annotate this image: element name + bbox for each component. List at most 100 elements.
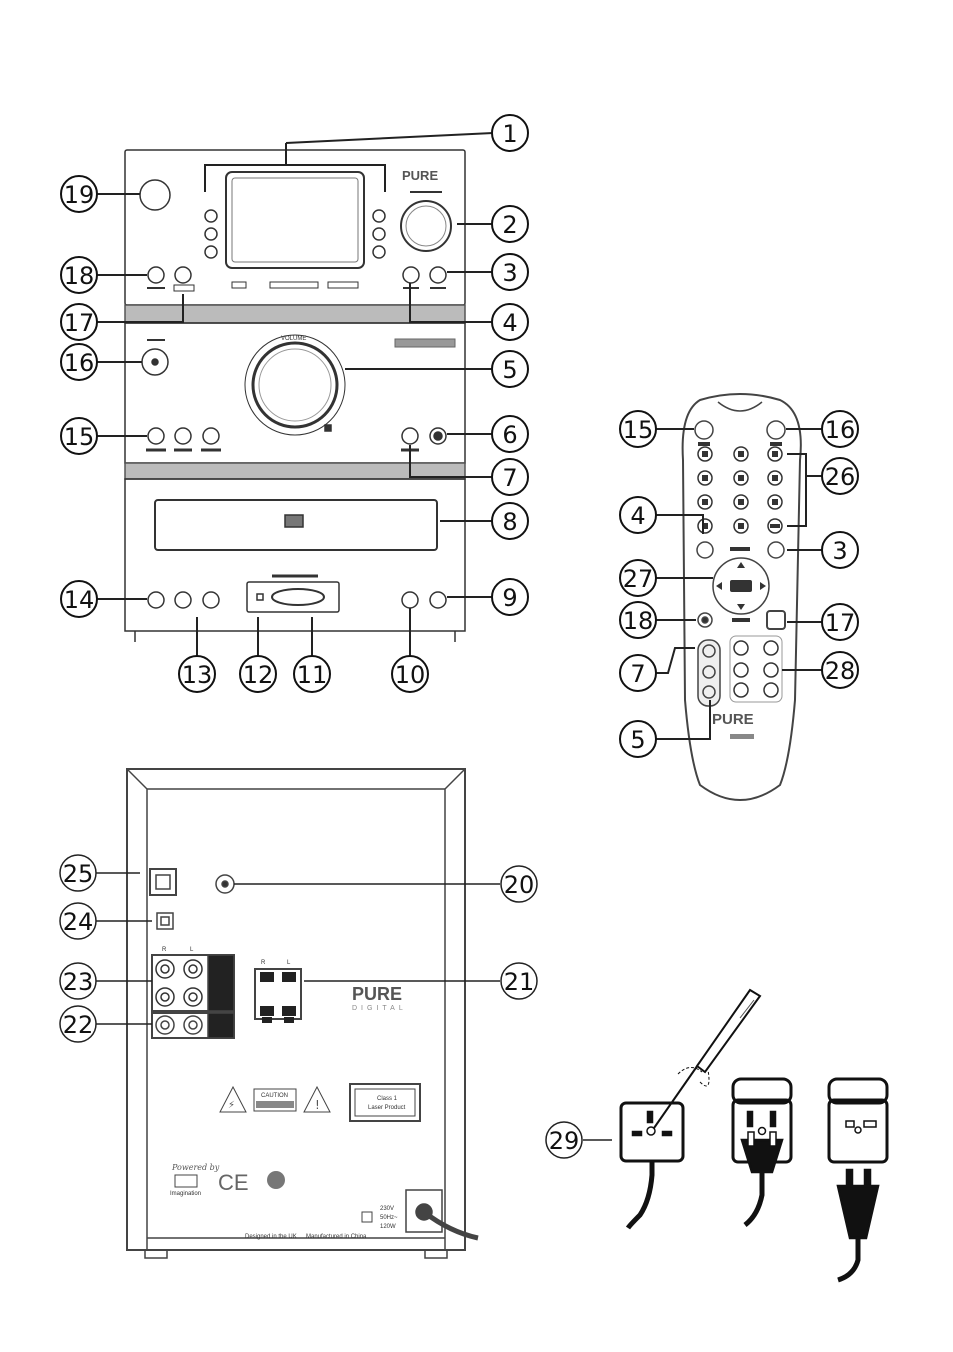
svg-text:17: 17 bbox=[825, 609, 856, 637]
rating-power: 120W bbox=[380, 1224, 396, 1230]
callout-16: 16 bbox=[61, 344, 97, 380]
plug-adapters bbox=[621, 990, 887, 1280]
svg-text:7: 7 bbox=[630, 660, 645, 688]
main-unit-front: PURE VOLUME bbox=[125, 150, 465, 642]
callout-15: 15 bbox=[61, 418, 97, 454]
brand-logo-remote: PURE bbox=[712, 711, 754, 728]
callout-4: 4 bbox=[492, 304, 528, 340]
svg-text:22: 22 bbox=[63, 1011, 94, 1039]
svg-text:14: 14 bbox=[64, 586, 95, 614]
rear-panel: R L R L PURE DIGITAL ⚡ CAUTION ! Class 1… bbox=[127, 769, 478, 1258]
svg-text:3: 3 bbox=[502, 259, 517, 287]
svg-text:!: ! bbox=[315, 1098, 320, 1112]
svg-text:24: 24 bbox=[63, 908, 94, 936]
svg-text:5: 5 bbox=[502, 356, 517, 384]
svg-text:17: 17 bbox=[64, 309, 95, 337]
callout-remote-5: 5 bbox=[620, 721, 656, 757]
callout-11: 11 bbox=[294, 656, 330, 692]
leader-lines-main bbox=[97, 133, 493, 656]
callout-22: 22 bbox=[60, 1006, 96, 1042]
svg-text:26: 26 bbox=[825, 463, 856, 491]
callout-24: 24 bbox=[60, 903, 96, 939]
volume-label: VOLUME bbox=[281, 336, 306, 342]
speaker-l-label: L bbox=[287, 960, 291, 966]
callout-29: 29 bbox=[546, 1122, 582, 1158]
callout-17: 17 bbox=[61, 304, 97, 340]
powered-by-label: Powered by bbox=[171, 1163, 220, 1172]
rca-l-label: L bbox=[190, 947, 194, 953]
svg-text:6: 6 bbox=[502, 421, 517, 449]
ce-mark: CE bbox=[218, 1170, 249, 1195]
svg-text:11: 11 bbox=[297, 661, 328, 689]
callout-12: 12 bbox=[240, 656, 276, 692]
callout-14: 14 bbox=[61, 581, 97, 617]
brand-logo-top: PURE bbox=[402, 168, 438, 183]
callout-10: 10 bbox=[392, 656, 428, 692]
callout-1: 1 bbox=[492, 115, 528, 151]
svg-text:29: 29 bbox=[549, 1127, 580, 1155]
callout-remote-17: 17 bbox=[822, 604, 858, 640]
callout-3: 3 bbox=[492, 254, 528, 290]
brand-digital-rear: DIGITAL bbox=[352, 1005, 407, 1012]
callout-remote-27: 27 bbox=[620, 560, 656, 596]
svg-text:1: 1 bbox=[502, 120, 517, 148]
callout-remote-26: 26 bbox=[822, 458, 858, 494]
laser-class-label: Class 1 bbox=[377, 1096, 398, 1102]
callout-25: 25 bbox=[60, 855, 96, 891]
svg-text:20: 20 bbox=[504, 871, 535, 899]
designed-label: Designed in the UK bbox=[245, 1234, 297, 1240]
callout-9: 9 bbox=[492, 579, 528, 615]
svg-text:3: 3 bbox=[832, 537, 847, 565]
svg-text:27: 27 bbox=[623, 565, 654, 593]
svg-text:23: 23 bbox=[63, 968, 94, 996]
brand-logo-rear: PURE bbox=[352, 984, 402, 1004]
rca-r-label: R bbox=[162, 947, 167, 953]
callout-29-group: 29 bbox=[546, 1122, 612, 1158]
callout-remote-16: 16 bbox=[822, 411, 858, 447]
callout-remote-3: 3 bbox=[822, 532, 858, 568]
svg-text:15: 15 bbox=[64, 423, 95, 451]
svg-text:18: 18 bbox=[623, 607, 654, 635]
svg-text:15: 15 bbox=[623, 416, 654, 444]
callout-remote-7: 7 bbox=[620, 655, 656, 691]
svg-text:13: 13 bbox=[182, 661, 213, 689]
imagination-label: Imagination bbox=[170, 1191, 201, 1197]
callout-remote-4: 4 bbox=[620, 497, 656, 533]
caution-label: CAUTION bbox=[261, 1093, 288, 1099]
svg-text:5: 5 bbox=[630, 726, 645, 754]
svg-text:4: 4 bbox=[630, 502, 645, 530]
svg-text:12: 12 bbox=[243, 661, 274, 689]
callout-7: 7 bbox=[492, 459, 528, 495]
manufactured-label: Manufactured in China bbox=[306, 1234, 367, 1240]
callout-remote-28: 28 bbox=[822, 652, 858, 688]
callout-remote-15: 15 bbox=[620, 411, 656, 447]
callout-23: 23 bbox=[60, 963, 96, 999]
callout-6: 6 bbox=[492, 416, 528, 452]
svg-text:25: 25 bbox=[63, 860, 94, 888]
callout-19: 19 bbox=[61, 176, 97, 212]
svg-text:21: 21 bbox=[504, 968, 535, 996]
callout-5: 5 bbox=[492, 351, 528, 387]
callout-18: 18 bbox=[61, 257, 97, 293]
svg-text:16: 16 bbox=[64, 349, 95, 377]
callout-21: 21 bbox=[501, 963, 537, 999]
callout-remote-18: 18 bbox=[620, 602, 656, 638]
svg-text:19: 19 bbox=[64, 181, 95, 209]
svg-text:⚡: ⚡ bbox=[228, 1100, 235, 1111]
svg-text:4: 4 bbox=[502, 309, 517, 337]
laser-product-label: Laser Product bbox=[368, 1105, 406, 1111]
callout-8: 8 bbox=[492, 503, 528, 539]
svg-text:10: 10 bbox=[395, 661, 426, 689]
rating-voltage: 230V bbox=[380, 1206, 394, 1212]
callout-20: 20 bbox=[501, 866, 537, 902]
svg-text:8: 8 bbox=[502, 508, 517, 536]
svg-text:9: 9 bbox=[502, 584, 517, 612]
svg-text:18: 18 bbox=[64, 262, 95, 290]
speaker-r-label: R bbox=[261, 960, 266, 966]
svg-text:7: 7 bbox=[502, 464, 517, 492]
callout-2: 2 bbox=[492, 206, 528, 242]
svg-text:28: 28 bbox=[825, 657, 856, 685]
rating-frequency: 50Hz~ bbox=[380, 1215, 398, 1221]
svg-text:2: 2 bbox=[502, 211, 517, 239]
